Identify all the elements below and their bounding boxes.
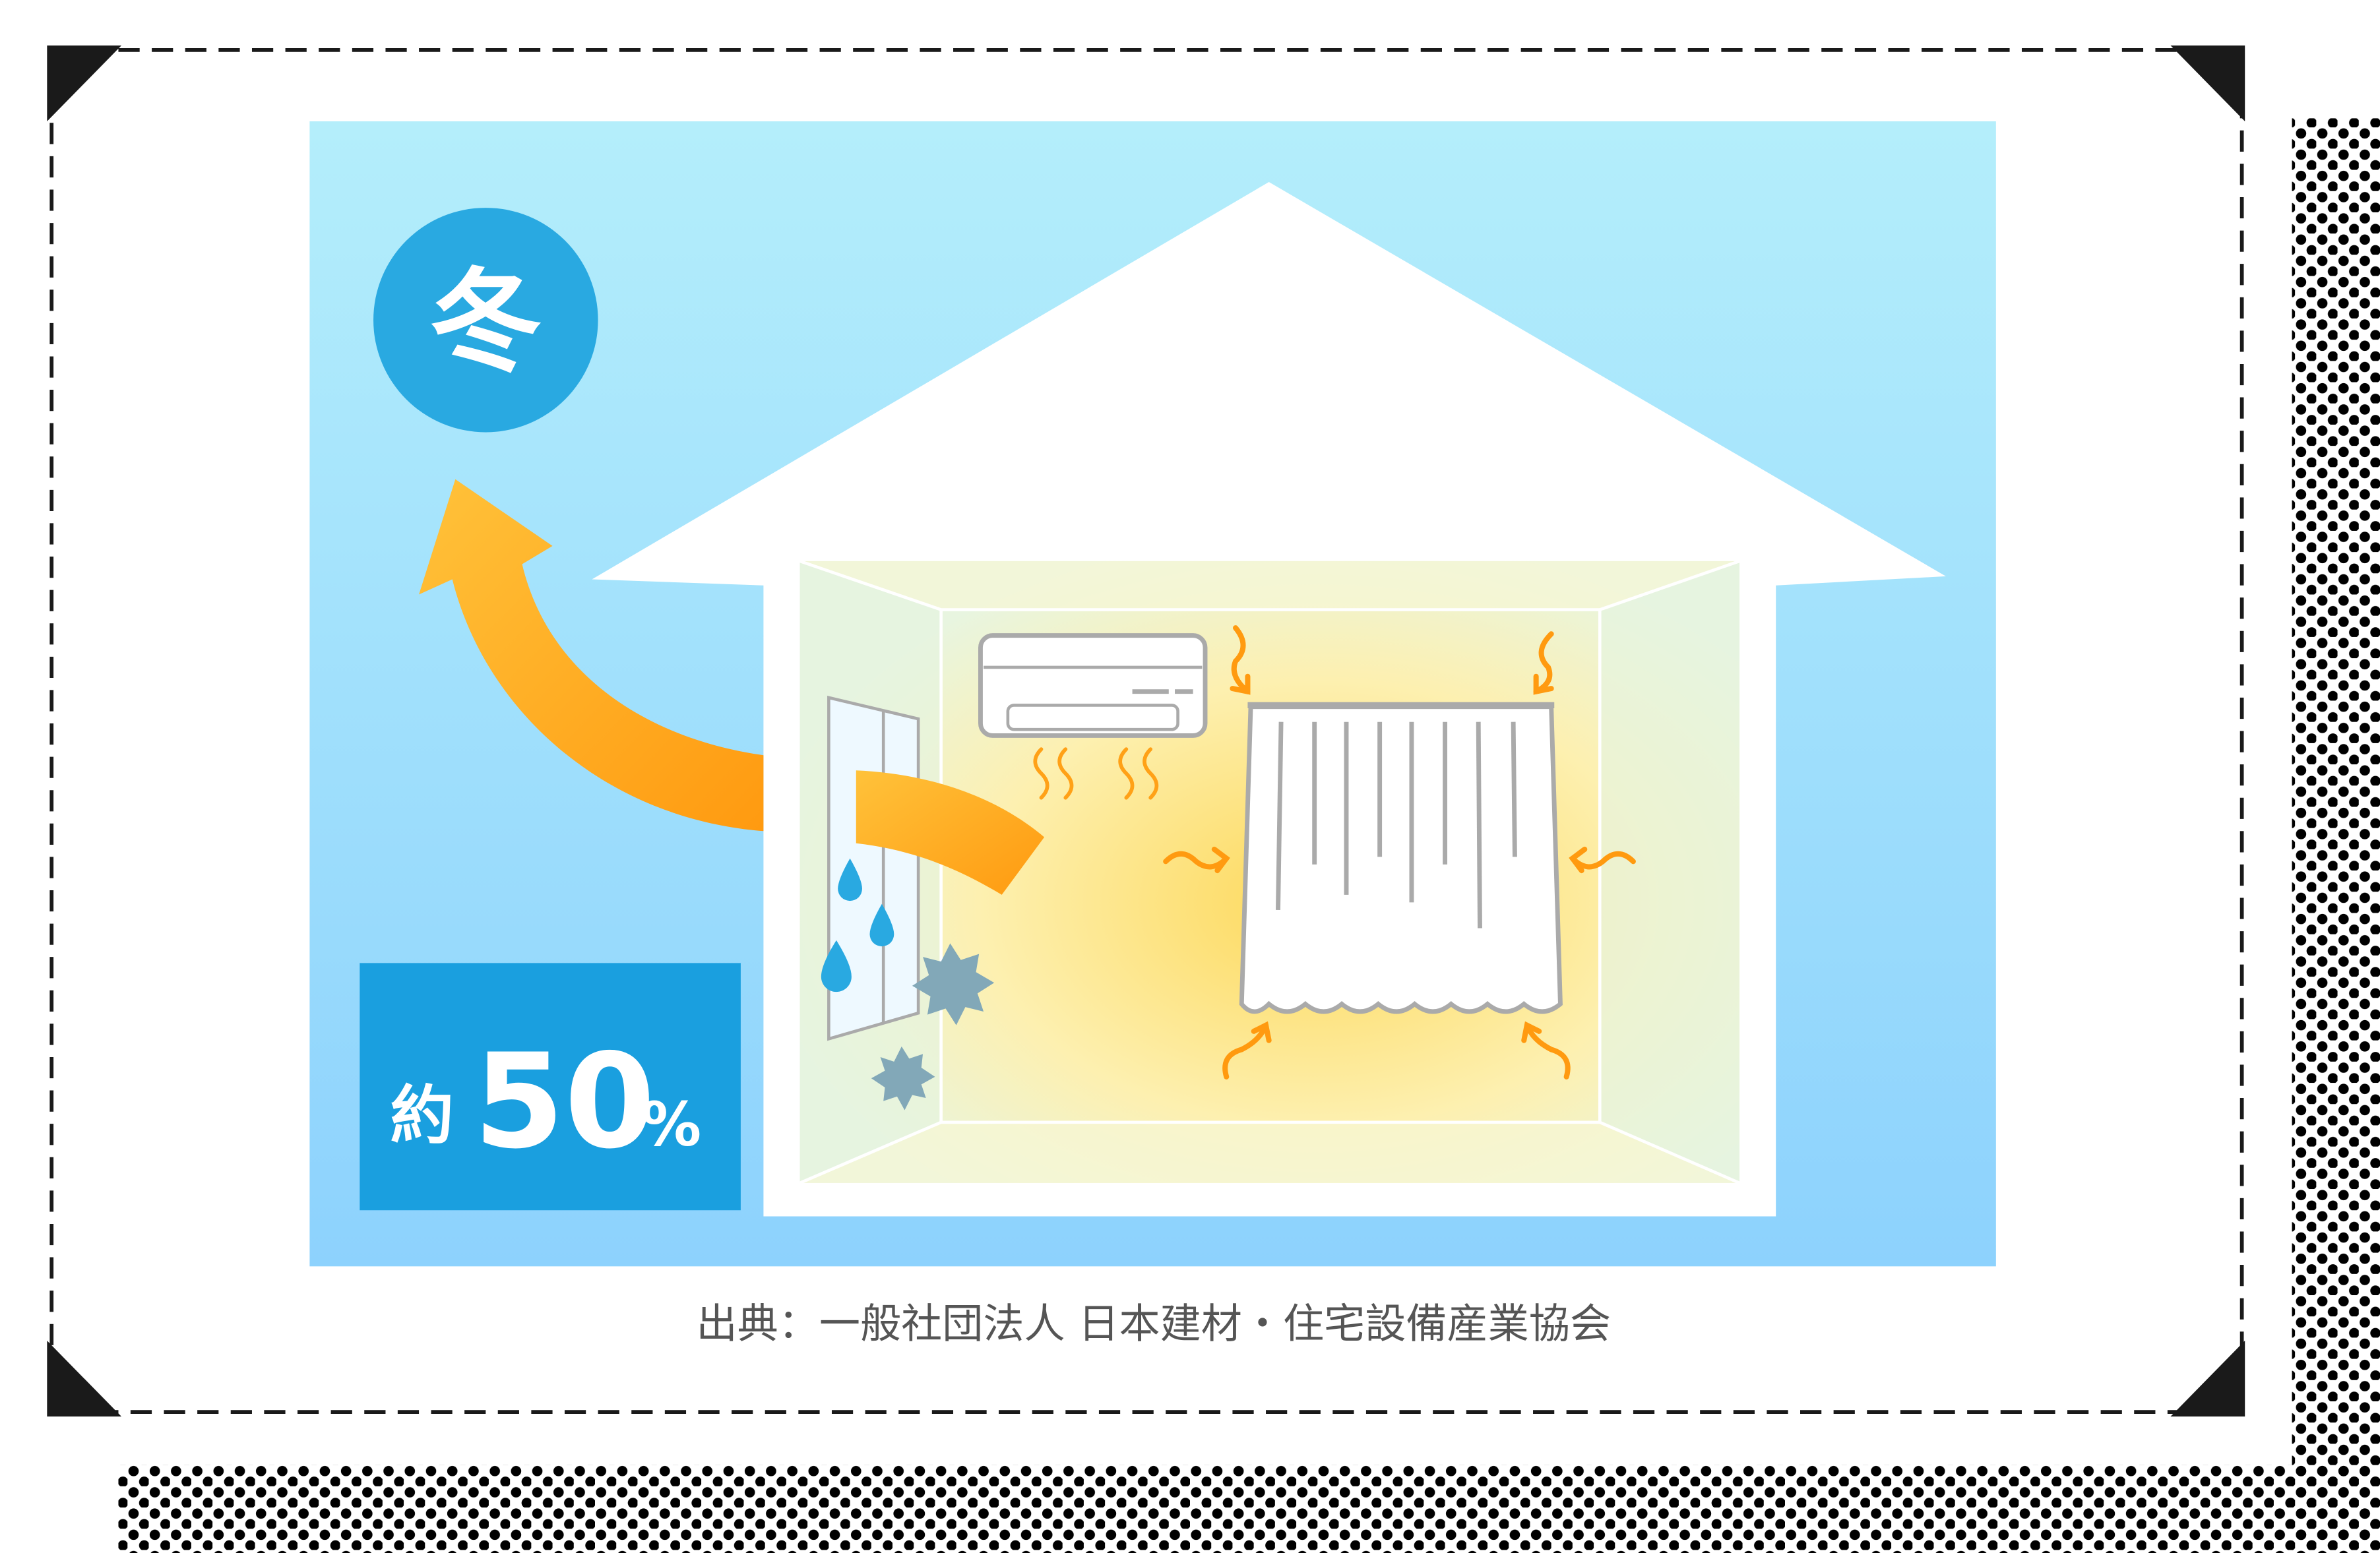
season-badge: 冬 [373,208,598,433]
percentage-unit: % [641,1089,701,1159]
heat-loss-percentage-box: 約 50 % [360,963,741,1211]
dashed-frame [49,48,2244,1414]
air-conditioner-icon [978,633,1208,738]
season-label: 冬 [429,257,542,388]
source-caption: 出典：一般社団法人 日本建材・住宅設備産業協会 [697,1299,1612,1347]
corner-mounts [47,45,2245,1417]
heat-loss-arrow [419,479,1045,895]
curtain-icon [1239,702,1563,1014]
percentage-value: 50 [474,1025,655,1178]
water-droplet-icon [821,858,894,992]
warm-air-waves-icon [1033,747,1159,800]
dotted-shadow-bottom [118,1465,2380,1553]
dotted-shadow-right [2292,118,2380,1553]
mold-icon [871,943,995,1111]
cold-draft-arrows-icon [1163,625,1636,1080]
percentage-prefix: 約 [390,1078,454,1153]
